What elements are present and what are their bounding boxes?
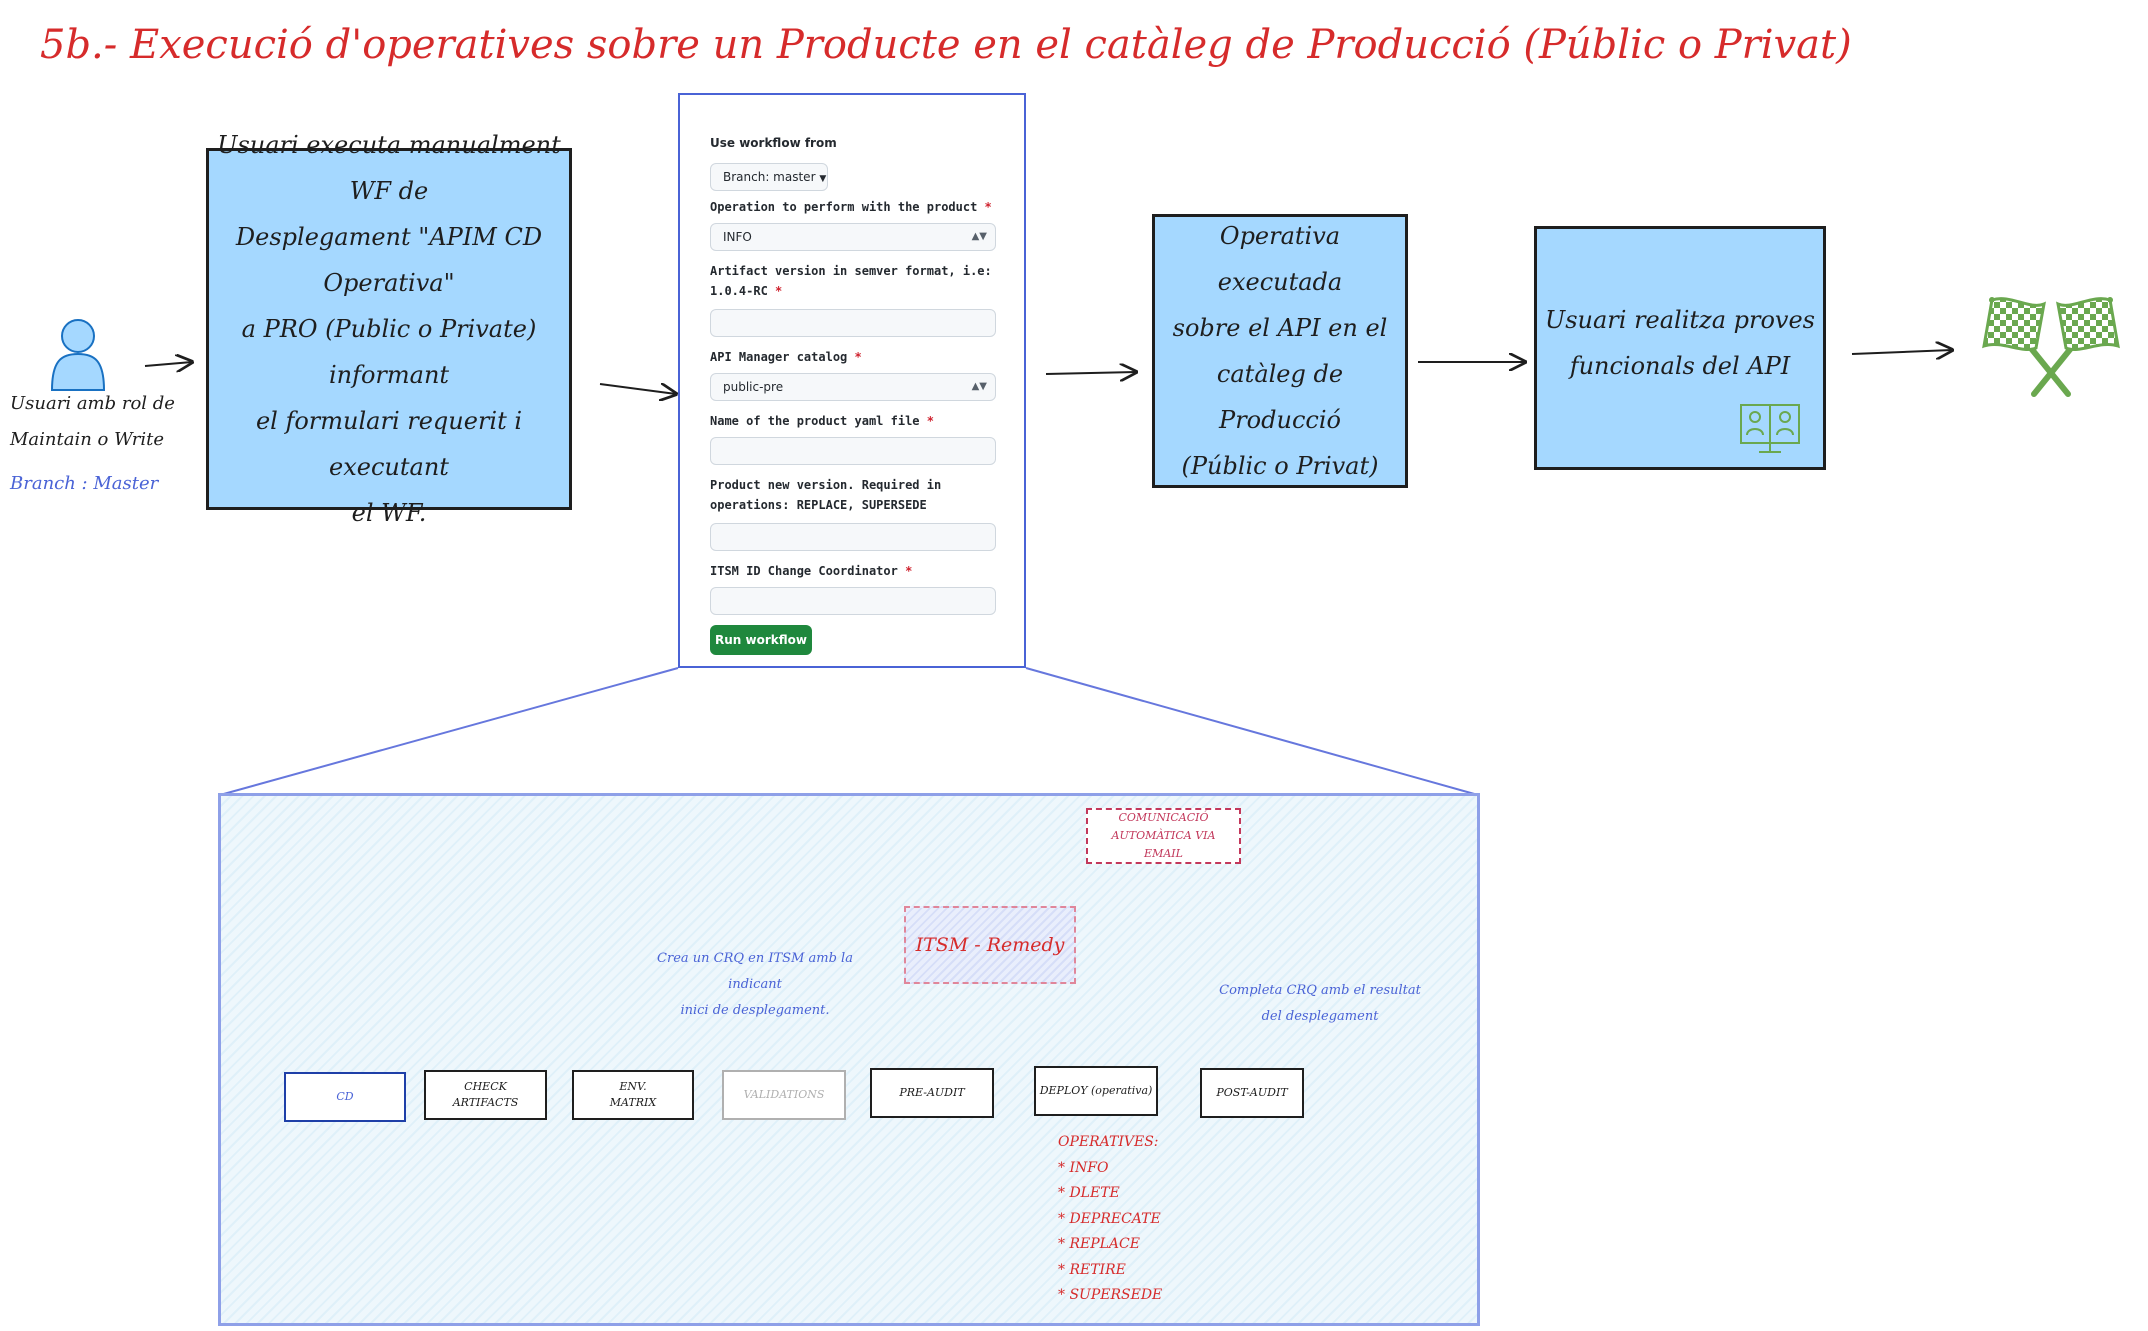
note-create-crq: Crea un CRQ en ITSM amb la indicant inic… [640, 946, 870, 1024]
artifact-version-input[interactable] [710, 309, 996, 337]
step1-line1: Usuari executa manualment WF de [217, 131, 561, 205]
step-manual-execution: Usuari executa manualment WF de Desplega… [206, 131, 572, 527]
pipeline-step-label-2: ARTIFACTS [452, 1096, 519, 1109]
arrow-step3-to-finish [1851, 350, 1952, 354]
newver-label-line1: Product new version. Required in [710, 478, 942, 492]
operatives-title: OPERATIVES: [1058, 1134, 1159, 1150]
artifact-label-line1: Artifact version in semver format, i.e: [710, 264, 992, 278]
required-mark: * [984, 200, 992, 214]
pipeline-step-deploy: DEPLOY (operativa) [1034, 1066, 1158, 1116]
operative-item: * RETIRE [1058, 1261, 1126, 1278]
step-functional-tests: Usuari realitza proves funcionals del AP… [1534, 226, 1826, 470]
itsm-label-text: ITSM ID Change Coordinator [710, 564, 898, 578]
pipeline-step-label: DEPLOY (operativa) [1039, 1084, 1153, 1097]
branch-select-button[interactable]: Branch: master ▼ [710, 163, 828, 191]
workflow-form: Use workflow from Branch: master ▼ Opera… [678, 93, 1026, 668]
required-mark: * [905, 564, 913, 578]
step-operation-executed: Operativa executada sobre el API en el c… [1152, 214, 1408, 488]
branch-select-label: Branch: master [723, 170, 816, 184]
step2-line3: catàleg de Producció [1216, 360, 1344, 434]
zoom-line-left [219, 667, 679, 796]
operative-item: * DLETE [1058, 1185, 1120, 1201]
step2-line4: (Públic o Privat) [1181, 452, 1379, 480]
actor-label-line2: Maintain o Write [10, 429, 165, 450]
pipeline-step-check-artifacts: CHECK ARTIFACTS [424, 1070, 547, 1120]
pipeline-step-cd: CD [284, 1072, 406, 1122]
step1-line5: el WF. [351, 499, 427, 527]
checkered-flags-icon [1982, 297, 2120, 397]
note-left-line1: Crea un CRQ en ITSM amb la indicant [657, 951, 853, 992]
operative-item: * REPLACE [1058, 1236, 1140, 1252]
step3-line1: Usuari realitza proves [1544, 306, 1815, 334]
step1-line3: a PRO (Public o Private) informant [241, 315, 537, 389]
arrow-step1-to-form [599, 384, 676, 394]
zoom-line-right [1025, 667, 1479, 796]
step2-line2: sobre el API en el [1172, 314, 1388, 342]
pipeline-step-env-matrix: ENV. MATRIX [572, 1070, 694, 1120]
step3-line2: funcionals del API [1569, 352, 1791, 380]
operation-select-value: INFO [723, 230, 752, 244]
pipeline-step-label: CHECK [464, 1080, 507, 1093]
select-arrows-icon: ▲▼ [971, 231, 987, 242]
operation-label-text: Operation to perform with the product [710, 200, 978, 214]
select-arrows-icon: ▲▼ [971, 381, 987, 392]
catalog-label-text: API Manager catalog [710, 350, 848, 364]
required-mark: * [775, 284, 783, 298]
yaml-file-input[interactable] [710, 437, 996, 465]
arrow-form-to-step2 [1045, 372, 1136, 374]
catalog-select-value: public-pre [723, 380, 784, 394]
run-workflow-button[interactable]: Run workflow [710, 625, 812, 655]
operation-select[interactable]: INFO ▲▼ [710, 223, 996, 251]
note-left-line2: inici de desplegament. [680, 1003, 830, 1018]
email-notification-box: COMUNICACIÓ AUTOMÀTICA VIA EMAIL [1086, 808, 1241, 864]
pipeline-step-label: VALIDATIONS [743, 1088, 825, 1101]
pipeline-step-post-audit: POST-AUDIT [1200, 1068, 1304, 1118]
step1-line4: el formulari requerit i executant [255, 407, 523, 481]
yaml-label: Name of the product yaml file * [710, 411, 934, 431]
actor-branch: Branch : Master [10, 473, 159, 494]
use-workflow-from-label: Use workflow from [710, 136, 837, 150]
email-line1: COMUNICACIÓ AUTOMÀTICA VIA [1111, 811, 1216, 842]
video-call-icon [1740, 404, 1800, 453]
pipeline-step-label: ENV. [619, 1080, 647, 1093]
operative-item: * DEPRECATE [1058, 1210, 1161, 1227]
itsm-label: ITSM ID Change Coordinator * [710, 561, 912, 581]
actor-label: Usuari amb rol de Maintain o Write Branc… [10, 386, 175, 502]
catalog-select[interactable]: public-pre ▲▼ [710, 373, 996, 401]
note-complete-crq: Completa CRQ amb el resultat del despleg… [1210, 978, 1430, 1030]
pipeline-step-label-2: MATRIX [609, 1096, 657, 1109]
new-version-input[interactable] [710, 523, 996, 551]
note-right-line1: Completa CRQ amb el resultat [1219, 983, 1421, 998]
artifact-label-line2: 1.0.4-RC * [710, 281, 782, 301]
operatives-list: OPERATIVES: * INFO * DLETE * DEPRECATE *… [1058, 1130, 1162, 1309]
required-mark: * [926, 414, 934, 428]
yaml-label-text: Name of the product yaml file [710, 414, 920, 428]
pipeline-step-label: POST-AUDIT [1216, 1086, 1288, 1099]
pipeline-step-validations: VALIDATIONS [722, 1070, 846, 1120]
operation-label: Operation to perform with the product * [710, 197, 992, 217]
note-right-line2: del desplegament [1261, 1009, 1379, 1024]
catalog-label: API Manager catalog * [710, 347, 862, 367]
itsm-remedy-box: ITSM - Remedy [904, 906, 1076, 984]
arrow-actor-to-step1 [144, 362, 192, 366]
actor-label-line1: Usuari amb rol de [10, 393, 175, 414]
step2-line1: Operativa executada [1217, 222, 1343, 296]
diagram-title: 5b.- Execució d'operatives sobre un Prod… [40, 22, 1852, 68]
newver-label-line2: operations: REPLACE, SUPERSEDE [710, 498, 927, 512]
pipeline-step-label: CD [336, 1090, 354, 1103]
pipeline-step-label: PRE-AUDIT [899, 1086, 965, 1099]
artifact-label-text: 1.0.4-RC [710, 284, 768, 298]
operative-item: * SUPERSEDE [1058, 1287, 1163, 1303]
itsm-id-input[interactable] [710, 587, 996, 615]
operative-item: * INFO [1058, 1159, 1109, 1176]
user-icon [50, 319, 106, 391]
step1-line2: Desplegament "APIM CD Operativa" [235, 223, 543, 297]
pipeline-detail-panel [218, 793, 1480, 1326]
email-line2: EMAIL [1144, 847, 1183, 860]
required-mark: * [854, 350, 862, 364]
caret-down-icon: ▼ [819, 174, 827, 184]
pipeline-step-pre-audit: PRE-AUDIT [870, 1068, 994, 1118]
